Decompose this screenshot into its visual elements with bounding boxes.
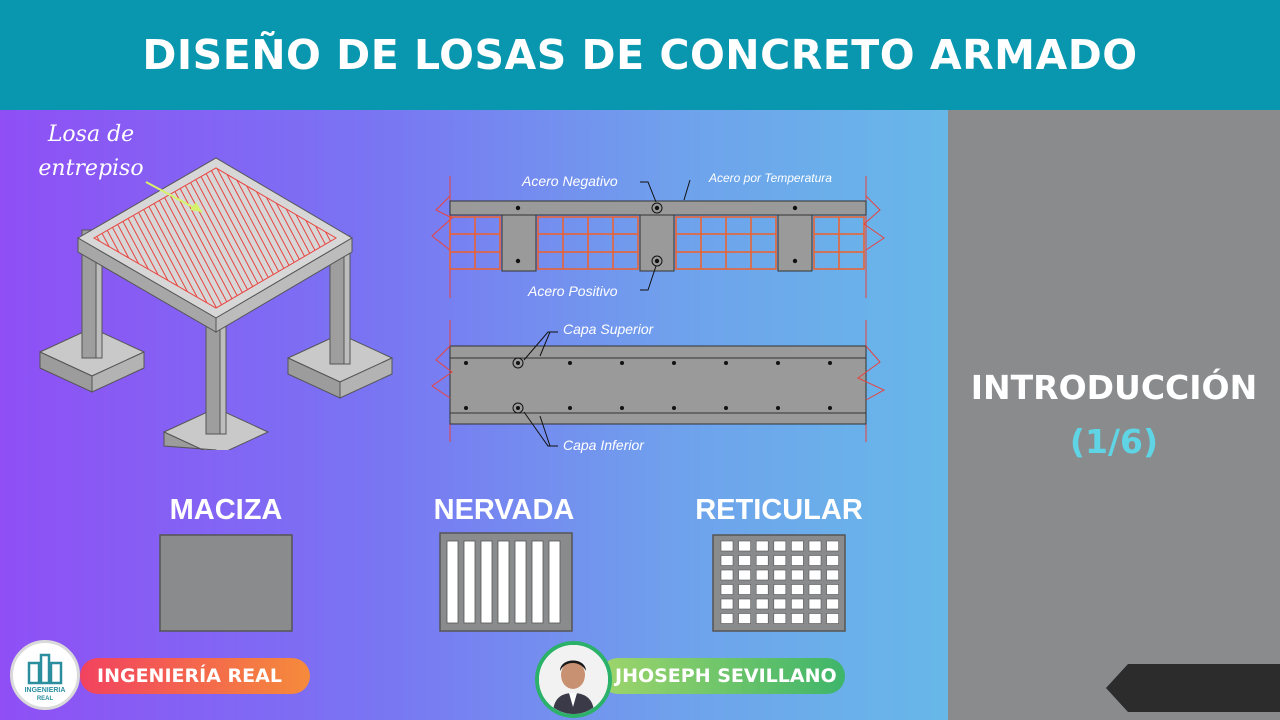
ribbed-section-drawing: Acero Negativo Acero por Temperatura Ace… <box>431 171 885 299</box>
slab-label: Losa de entrepiso <box>38 122 144 181</box>
waffle-cell <box>826 540 839 552</box>
main-panel: Losa de entrepiso <box>0 110 948 720</box>
waffle-cell <box>808 569 822 581</box>
waffle-cell <box>738 598 751 610</box>
waffle-cell <box>791 555 804 566</box>
waffle-cell <box>773 584 787 595</box>
waffle-cell <box>826 555 839 566</box>
waffle-cell <box>720 598 734 610</box>
page-title: DISEÑO DE LOSAS DE CONCRETO ARMADO <box>142 31 1138 79</box>
waffle-cell <box>738 584 751 595</box>
waffle-cell <box>755 555 769 566</box>
slab-type-nervada-title: NERVADA <box>433 494 575 526</box>
author-avatar <box>535 641 612 718</box>
waffle-cell <box>773 540 787 552</box>
slab-type-maciza-title: MACIZA <box>169 494 283 526</box>
author-badge: JHOSEPH SEVILLANO <box>600 658 845 694</box>
label-capa-inferior: Capa Inferior <box>563 437 645 453</box>
waffle-cell <box>755 613 769 624</box>
solid-slab-icon <box>159 534 293 632</box>
waffle-cell <box>826 584 839 595</box>
ribbed-slab-icon <box>439 532 573 632</box>
waffle-cell <box>755 598 769 610</box>
waffle-cell <box>720 584 734 595</box>
waffle-cell <box>808 584 822 595</box>
waffle-cell <box>773 598 787 610</box>
waffle-cell <box>773 555 787 566</box>
waffle-cell <box>791 613 804 624</box>
waffle-cell <box>773 569 787 581</box>
waffle-cell <box>738 540 751 552</box>
label-capa-superior: Capa Superior <box>563 321 655 337</box>
label-acero-negativo: Acero Negativo <box>521 173 618 189</box>
structure-illustration <box>38 157 394 450</box>
waffle-cell <box>808 598 822 610</box>
waffle-cell <box>755 540 769 552</box>
waffle-cell <box>808 555 822 566</box>
label-acero-positivo: Acero Positivo <box>527 283 618 299</box>
waffle-cell <box>755 584 769 595</box>
waffle-cell <box>826 569 839 581</box>
waffle-cell <box>808 540 822 552</box>
person-icon <box>539 645 608 714</box>
section-part-indicator: (1/6) <box>1069 422 1159 461</box>
header-bar: DISEÑO DE LOSAS DE CONCRETO ARMADO <box>0 0 1280 110</box>
waffle-cell <box>791 598 804 610</box>
waffle-cell <box>826 598 839 610</box>
waffle-cell <box>791 540 804 552</box>
waffle-cell <box>791 569 804 581</box>
hollow-bricks <box>449 216 865 270</box>
brand-badge: INGENIERÍA REAL <box>80 658 310 694</box>
waffle-cell <box>738 555 751 566</box>
waffle-cell <box>720 555 734 566</box>
section-panel: INTRODUCCIÓN (1/6) <box>948 110 1280 720</box>
building-logo-icon <box>27 653 63 685</box>
waffle-cell <box>738 569 751 581</box>
brand-logo: INGENIERIA REAL <box>10 640 80 710</box>
section-title: INTRODUCCIÓN <box>970 368 1258 407</box>
waffle-slab-icon <box>712 534 846 632</box>
next-arrow-icon[interactable] <box>1106 664 1280 712</box>
logo-text-line2: REAL <box>36 696 54 702</box>
solid-section-drawing: Capa Superior Capa Inferior <box>431 320 886 453</box>
slab-type-reticular-title: RETICULAR <box>695 494 863 526</box>
waffle-cell <box>720 613 734 624</box>
waffle-cell <box>808 613 822 624</box>
label-acero-temperatura: Acero por Temperatura <box>708 171 832 185</box>
logo-text-line1: INGENIERIA <box>24 687 66 694</box>
waffle-cell <box>773 613 787 624</box>
waffle-cell <box>791 584 804 595</box>
waffle-cell <box>826 613 839 624</box>
waffle-cell <box>755 569 769 581</box>
waffle-cell <box>738 613 751 624</box>
waffle-cell <box>720 540 734 552</box>
waffle-cell <box>720 569 734 581</box>
